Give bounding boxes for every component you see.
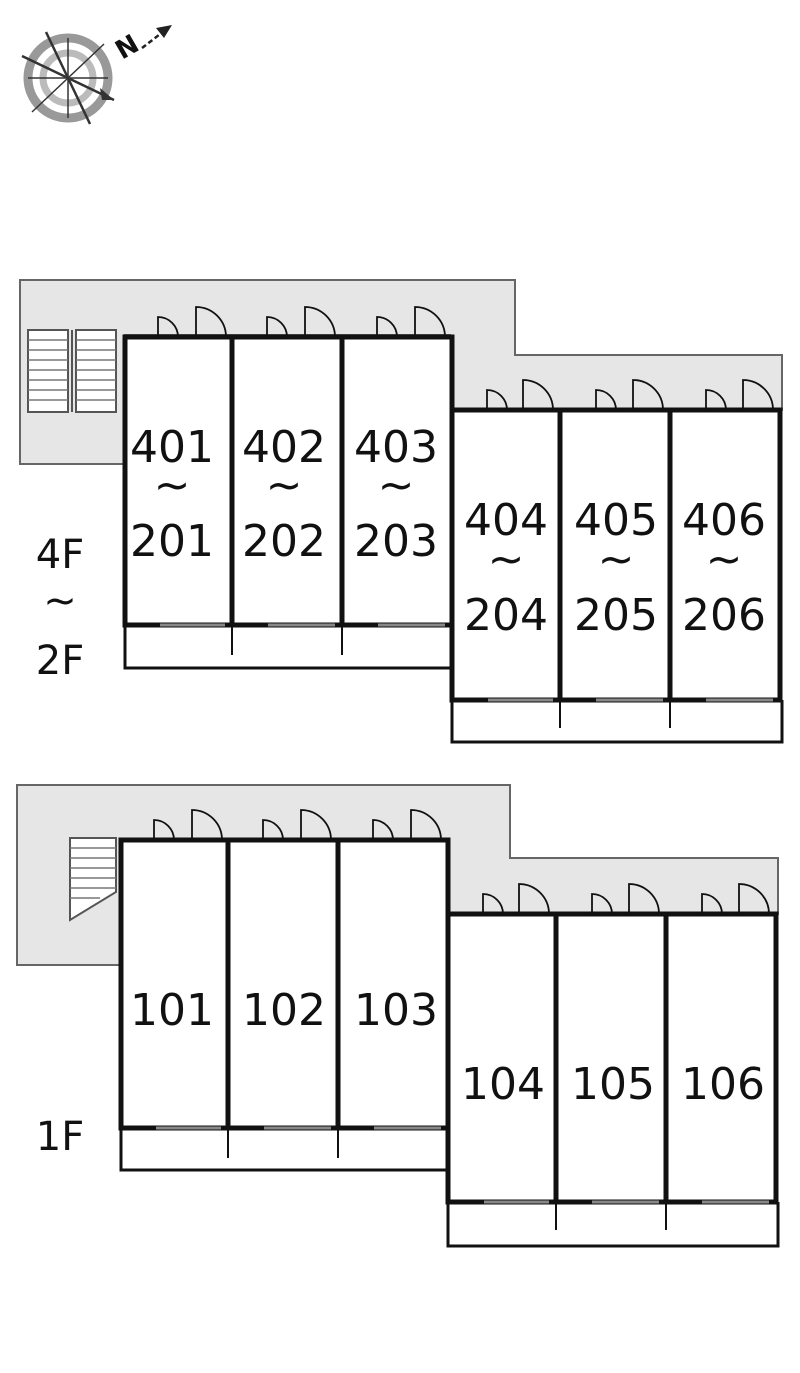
unit-402: 402 — [242, 422, 326, 473]
floor-label-2f: 2F — [36, 638, 84, 684]
unit-405: 405 — [574, 495, 658, 546]
unit-406-206-tilde: ~ — [706, 534, 743, 585]
upper-balconies — [123, 623, 784, 744]
unit-204: 204 — [464, 590, 548, 641]
upper-units-walls — [122, 334, 783, 703]
floor-label-tilde: ~ — [43, 578, 77, 624]
lower-units-walls — [118, 837, 779, 1205]
floor-label-1f: 1F — [36, 1114, 84, 1160]
unit-106: 106 — [681, 1059, 765, 1110]
unit-206: 206 — [682, 590, 766, 641]
unit-201: 201 — [130, 516, 214, 567]
unit-404: 404 — [464, 495, 548, 546]
unit-202: 202 — [242, 516, 326, 567]
upper-floor-label: 4F ~ 2F — [36, 532, 84, 684]
compass-icon — [21, 31, 115, 125]
north-arrow — [141, 25, 172, 49]
unit-105: 105 — [571, 1059, 655, 1110]
lower-block: 101 102 103 104 105 106 1F — [16, 784, 780, 1248]
unit-102: 102 — [242, 985, 326, 1036]
upper-doors — [157, 306, 774, 411]
unit-401: 401 — [130, 422, 214, 473]
unit-406: 406 — [682, 495, 766, 546]
lower-balconies — [119, 1126, 780, 1248]
compass: N — [21, 25, 172, 125]
unit-403-203-tilde: ~ — [378, 460, 415, 511]
lower-staircase — [69, 837, 117, 922]
floor-label-4f: 4F — [36, 532, 84, 578]
unit-405-205-tilde: ~ — [598, 534, 635, 585]
unit-404-204-tilde: ~ — [488, 534, 525, 585]
unit-104: 104 — [461, 1059, 545, 1110]
unit-101: 101 — [130, 985, 214, 1036]
unit-203: 203 — [354, 516, 438, 567]
north-label: N — [111, 29, 145, 66]
lower-unit-labels: 101 102 103 104 105 106 — [130, 985, 765, 1110]
unit-402-202-tilde: ~ — [266, 460, 303, 511]
upper-staircase — [27, 329, 117, 413]
unit-403: 403 — [354, 422, 438, 473]
upper-block: 401 ~ 201 402 ~ 202 403 ~ 203 404 ~ 204 … — [19, 279, 784, 744]
unit-401-201-tilde: ~ — [154, 460, 191, 511]
unit-103: 103 — [354, 985, 438, 1036]
upper-unit-labels: 401 ~ 201 402 ~ 202 403 ~ 203 404 ~ 204 … — [130, 422, 766, 641]
lower-doors — [153, 809, 770, 915]
unit-205: 205 — [574, 590, 658, 641]
